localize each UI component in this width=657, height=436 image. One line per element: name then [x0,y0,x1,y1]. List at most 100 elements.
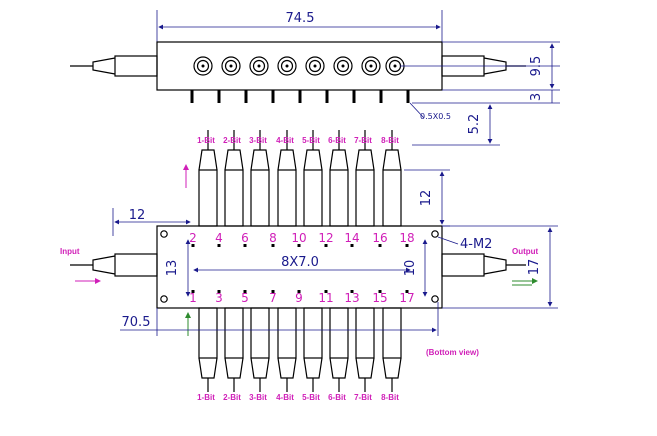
connector-outer [305,56,325,76]
dim-h2-label: 3 [529,93,544,101]
fiber-boot [355,307,375,359]
fiber-boot [224,169,244,227]
pin-dot [378,290,382,293]
bit-label-bottom: 5-Bit [302,393,320,402]
pin-dot [271,290,275,293]
dim-70-label: 70.5 [122,315,151,330]
connector-core [257,64,261,68]
fiber-taper [382,357,402,379]
dim-pitch-label: 8X7.0 [281,255,319,270]
connector-inner [308,59,322,73]
fiber-taper [277,149,297,171]
fiber-taper [250,357,270,379]
fiber-taper [303,357,323,379]
bit-label-top: 4-Bit [276,136,294,145]
dim-h3-label: 5.2 [467,114,482,135]
connector-inner [364,59,378,73]
pin-dot [297,290,301,293]
bottom-view-note: (Bottom view) [426,348,479,357]
bit-label-top: 1-Bit [197,136,215,145]
pin-number: 13 [344,291,359,305]
bit-label-bottom: 7-Bit [354,393,372,402]
mount-hole [431,230,439,238]
connector-core [229,64,233,68]
mount-hole [160,295,168,303]
fiber-taper [198,357,218,379]
direction-arrow-head [183,164,189,170]
fiber-boot [224,307,244,359]
fiber-boot [277,307,297,359]
pin-dot [405,244,409,247]
output-label: Output [512,247,539,256]
dim-13-label: 13 [165,260,180,277]
fiber-boot [250,307,270,359]
bit-label-top: 7-Bit [354,136,372,145]
mount-hole [431,295,439,303]
connector-core [313,64,317,68]
bit-label-top: 3-Bit [249,136,267,145]
pin [379,90,383,103]
pin-dot [350,290,354,293]
pin-number: 1 [189,291,197,305]
output-arrow-head [532,278,538,284]
fiber-taper [329,357,349,379]
dim-17-label: 17 [527,259,542,276]
pin-number: 2 [189,231,197,245]
pin-number: 6 [241,231,249,245]
dim-width-label: 74.5 [286,11,315,26]
mount-hole [160,230,168,238]
pin-dot [217,290,221,293]
pin-number: 16 [372,231,387,245]
fiber-taper [224,357,244,379]
dim-10-label: 10 [403,260,418,277]
pin [298,90,302,103]
dim-12-left-label: 12 [129,208,146,223]
fiber-boot [277,169,297,227]
pin-number: 5 [241,291,249,305]
pin-dot [191,244,195,247]
pin-dot [350,244,354,247]
connector-outer [361,56,381,76]
pin-dot [217,244,221,247]
bit-label-top: 2-Bit [223,136,241,145]
pin-dot [297,244,301,247]
pin-dot [324,244,328,247]
pin-dot [243,244,247,247]
pin-number: 11 [318,291,333,305]
bit-label-bottom: 1-Bit [197,393,215,402]
pin-dot [243,290,247,293]
output-taper [483,255,507,275]
fiber-taper [303,149,323,171]
bit-label-bottom: 3-Bit [249,393,267,402]
top-body [156,41,443,91]
fiber-boot [355,169,375,227]
fiber-boot [198,169,218,227]
pin-number: 3 [215,291,223,305]
connector-core [285,64,289,68]
pin [352,90,356,103]
input-label: Input [60,247,80,256]
pin-number: 9 [295,291,303,305]
pin-number: 4 [215,231,223,245]
bit-label-bottom: 4-Bit [276,393,294,402]
pin-number: 7 [269,291,277,305]
output-boot [441,253,485,277]
fiber-boot [329,169,349,227]
dim-h1-label: 9.5 [529,56,544,77]
pin-dot [405,290,409,293]
connector-inner [280,59,294,73]
connector-outer [333,56,353,76]
fiber-taper [224,149,244,171]
connector-inner [336,59,350,73]
pin-number: 18 [399,231,414,245]
bit-label-bottom: 6-Bit [328,393,346,402]
pin-number: 10 [291,231,306,245]
connector-inner [196,59,210,73]
connector-outer [193,56,213,76]
